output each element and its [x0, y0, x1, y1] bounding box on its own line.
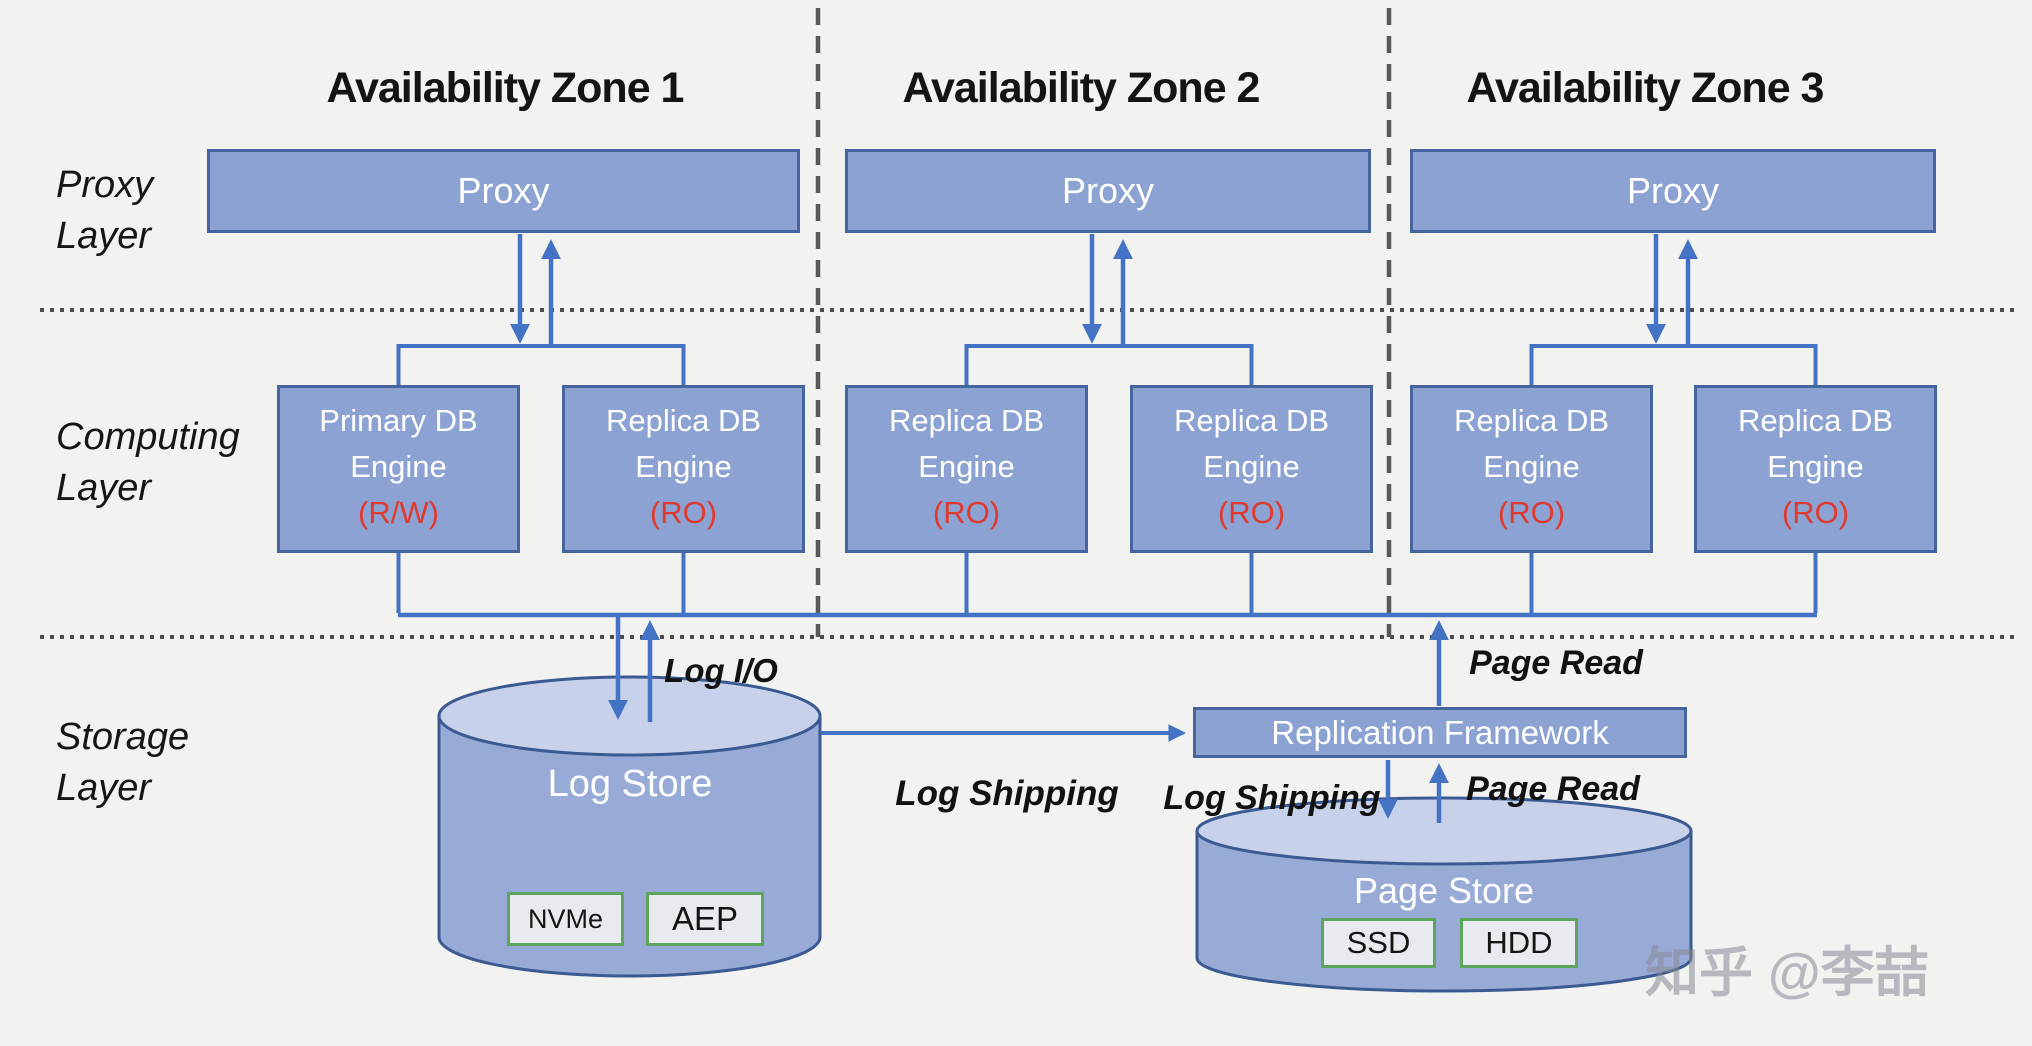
engine-unit: Engine: [1767, 449, 1864, 484]
engine-name: Replica DB: [605, 403, 762, 438]
engine-mode: (RO): [1781, 495, 1850, 530]
page-store-label: Page Store: [1353, 870, 1535, 911]
engine-mode: (R/W): [358, 495, 439, 530]
layer-label-line: Computing: [56, 416, 240, 458]
engine-box-az2-replica-1: Replica DB Engine (RO): [845, 385, 1088, 553]
engine-box-az1-primary: Primary DB Engine (R/W): [277, 385, 520, 553]
flow-label-page-read-to-bus: Page Read: [1469, 644, 1643, 682]
engine-name: Replica DB: [1453, 403, 1610, 438]
engine-unit: Engine: [1483, 449, 1580, 484]
log-store-media-aep: AEP: [646, 892, 764, 946]
layer-label-line: Storage: [56, 716, 190, 758]
engine-mode: (RO): [649, 495, 718, 530]
log-store-media-nvme: NVMe: [507, 892, 624, 946]
layer-label-line: Proxy: [56, 164, 154, 206]
watermark: 知乎 @李喆: [1645, 943, 1929, 1003]
flow-label-log-shipping-to-page-store: Log Shipping: [1163, 779, 1381, 817]
layer-label-line: Layer: [56, 215, 152, 257]
proxy-box-az3: Proxy: [1410, 149, 1936, 233]
layer-label-proxy: Proxy Layer: [56, 160, 153, 262]
page-store-media-ssd: SSD: [1321, 918, 1436, 968]
engine-box-az3-replica-1: Replica DB Engine (RO): [1410, 385, 1653, 553]
layer-label-storage: Storage Layer: [56, 712, 189, 814]
proxy-box-az1: Proxy: [207, 149, 800, 233]
zone-title-az3: Availability Zone 3: [1466, 64, 1825, 112]
connector-az3: [1529, 344, 1818, 385]
engine-box-az2-replica-2: Replica DB Engine (RO): [1130, 385, 1373, 553]
replication-framework-box: Replication Framework: [1193, 707, 1687, 758]
engine-name: Primary DB: [319, 403, 478, 438]
log-store-cylinder-top: [437, 675, 822, 757]
zone-title-az1: Availability Zone 1: [326, 64, 685, 112]
engine-unit: Engine: [350, 449, 447, 484]
engine-mode: (RO): [1217, 495, 1286, 530]
layer-label-line: Layer: [56, 467, 152, 509]
layer-label-computing: Computing Layer: [56, 412, 240, 514]
engine-name: Replica DB: [1737, 403, 1894, 438]
connector-az1: [396, 344, 686, 385]
engine-legs: [396, 553, 1818, 613]
flow-label-log-shipping-to-framework: Log Shipping: [895, 774, 1119, 813]
flow-label-page-read-from-page-store: Page Read: [1466, 770, 1640, 808]
engine-mode: (RO): [1497, 495, 1566, 530]
engine-box-az3-replica-2: Replica DB Engine (RO): [1694, 385, 1937, 553]
engine-unit: Engine: [918, 449, 1015, 484]
engine-unit: Engine: [1203, 449, 1300, 484]
proxy-box-az2: Proxy: [845, 149, 1371, 233]
engine-unit: Engine: [635, 449, 732, 484]
flow-label-log-io: Log I/O: [664, 652, 778, 689]
log-store-label: Log Store: [547, 763, 713, 805]
engine-name: Replica DB: [888, 403, 1045, 438]
engine-mode: (RO): [932, 495, 1001, 530]
connector-az2: [964, 344, 1254, 385]
zone-title-az2: Availability Zone 2: [902, 64, 1261, 112]
engine-box-az1-replica: Replica DB Engine (RO): [562, 385, 805, 553]
page-store-cylinder-top: [1195, 796, 1693, 866]
engine-name: Replica DB: [1173, 403, 1330, 438]
layer-label-line: Layer: [56, 767, 152, 809]
page-store-media-hdd: HDD: [1460, 918, 1578, 968]
